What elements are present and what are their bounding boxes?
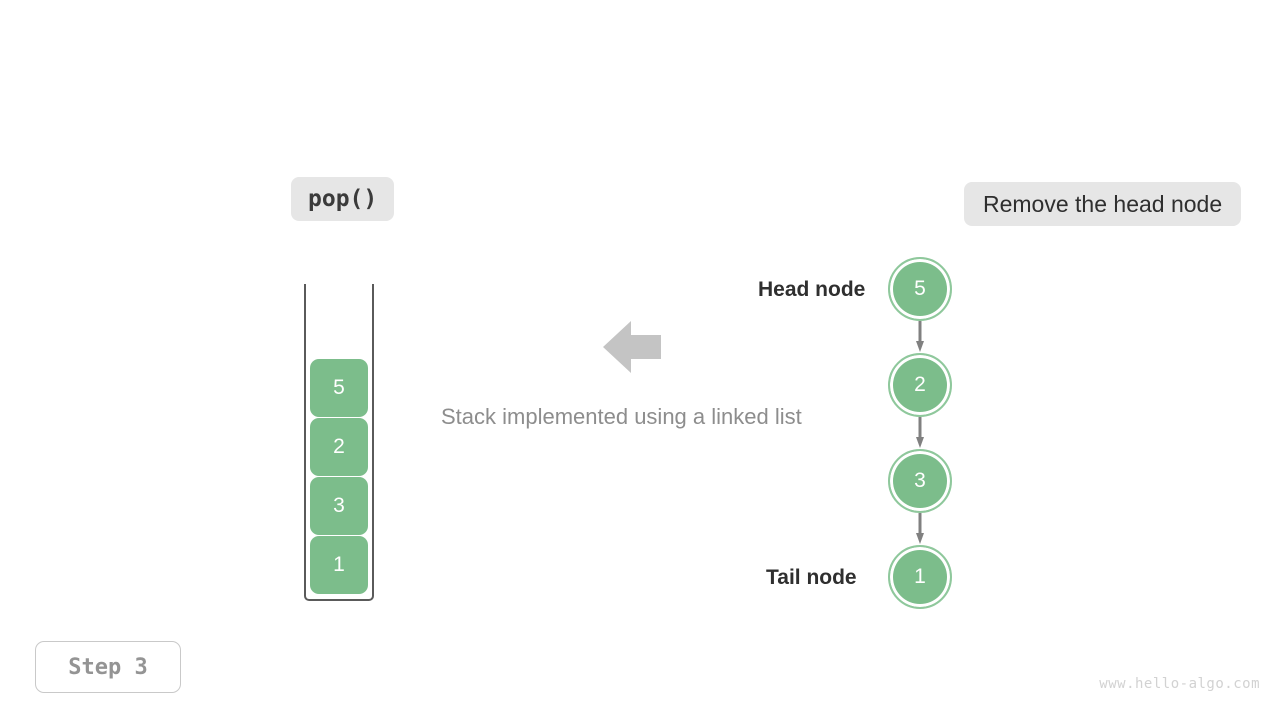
diagram-caption: Stack implemented using a linked list — [441, 404, 802, 429]
head-node-label: Head node — [758, 278, 866, 301]
stack-cell: 5 — [310, 359, 368, 417]
tail-node-label: Tail node — [766, 566, 857, 589]
linked-list-node: 2 — [888, 353, 952, 417]
linked-list-node: 3 — [888, 449, 952, 513]
stack-container: 5 2 3 1 — [304, 284, 374, 601]
watermark: www.hello-algo.com — [1099, 676, 1260, 692]
step-badge: Step 3 — [35, 641, 181, 693]
stack-cell: 2 — [310, 418, 368, 476]
linked-list-node: 5 — [888, 257, 952, 321]
stack-cell: 1 — [310, 536, 368, 594]
link-arrow-icon — [916, 321, 924, 353]
link-arrow-icon — [916, 417, 924, 449]
step-label: Step 3 — [68, 654, 148, 680]
link-arrow-icon — [916, 513, 924, 545]
action-label: Remove the head node — [983, 190, 1223, 217]
operation-label: pop() — [308, 186, 378, 212]
left-arrow-icon — [603, 320, 661, 374]
operation-badge: pop() — [291, 177, 395, 221]
action-badge: Remove the head node — [964, 182, 1242, 226]
linked-list: 5 2 3 1 — [888, 257, 952, 609]
stack-cell-list: 5 2 3 1 — [306, 359, 372, 595]
stack-cell: 3 — [310, 477, 368, 535]
linked-list-node: 1 — [888, 545, 952, 609]
